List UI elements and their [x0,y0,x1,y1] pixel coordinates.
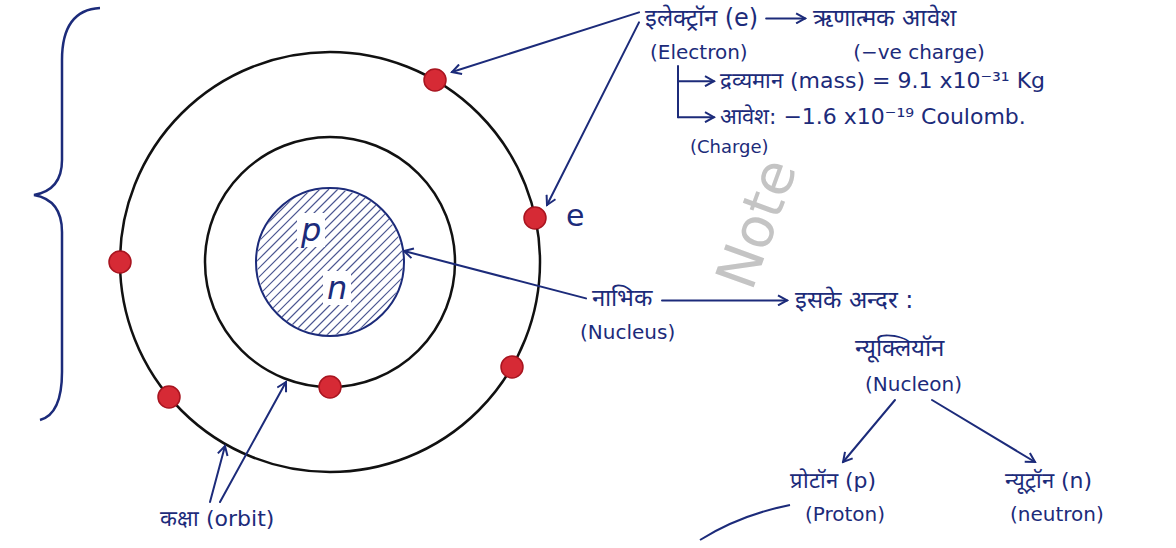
leader-arrow [404,251,586,298]
inner-orbit [205,137,455,387]
proton-symbol: p [297,213,325,247]
leader-arrow [678,80,714,82]
note-text: इसके अन्दर : [795,286,913,315]
outer-orbit [120,52,540,472]
leader-arrow [678,116,714,118]
english-term: (Nucleus) [580,320,675,344]
electron-symbol: e [566,198,584,234]
electron-dot [501,356,523,378]
english-term: (neutron) [1010,502,1104,526]
electron-heading: इलेक्ट्रॉन (e) [645,4,758,33]
nucleus-circle: pn [255,187,405,337]
nucleon-heading: न्यूक्लियॉन [855,334,944,363]
electron-dot [319,376,341,398]
english-term: (Proton) [805,502,885,526]
electron-dot [109,251,131,273]
leader-arrow [932,400,1035,462]
mass-value: द्रव्यमान (mass) = 9.1 x10⁻³¹ Kg [720,68,1045,94]
leader-arrow [662,299,787,301]
nucleus-heading: नाभिक [592,284,652,313]
hatching [257,189,405,337]
leader-arrow [766,17,805,19]
orbit-label: कक्षा (orbit) [160,506,274,532]
pen-stroke [700,505,790,540]
neutron-symbol: n [323,271,351,305]
watermark: Note [702,150,810,298]
english-term: (−ve charge) [853,40,985,64]
curly-brace [34,8,100,420]
leader-arrow [220,382,286,502]
electron-dots [109,69,546,408]
charge-type: ऋणात्मक आवेश [813,4,956,33]
electron-dot [524,207,546,229]
proton-heading: प्रोटॉन (p) [790,468,876,494]
charge-value: आवेश: −1.6 x10⁻¹⁹ Coulomb. [720,104,1026,130]
leader-arrow [452,12,639,72]
english-term: (Electron) [650,40,748,64]
leader-arrow [843,400,895,462]
leader-arrow [547,22,639,205]
english-term: (Nucleon) [865,372,962,396]
leader-arrow [677,66,679,117]
leader-arrow [210,446,225,502]
electron-dot [424,69,446,91]
neutron-heading: न्यूट्रॉन (n) [1005,468,1092,494]
electron-dot [158,386,180,408]
